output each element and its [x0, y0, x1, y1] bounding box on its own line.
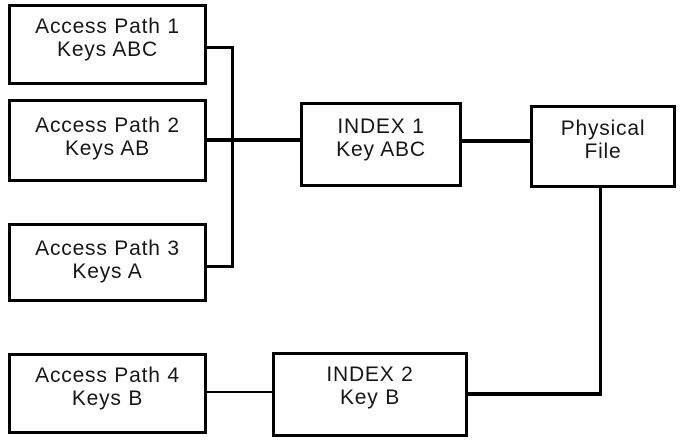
access-path-2-box: Access Path 2 Keys AB: [8, 99, 207, 182]
physical-file-box: Physical File: [530, 105, 676, 188]
connector-index-1-to-physical-file: [462, 139, 530, 143]
connector-access-path-3-to-trunk: [207, 265, 234, 268]
connector-access-path-2-to-index-1: [207, 138, 300, 142]
index-2-title: INDEX 2: [326, 363, 414, 386]
index-1-key: Key ABC: [336, 138, 426, 161]
access-path-4-box: Access Path 4 Keys B: [8, 353, 207, 434]
access-path-4-title: Access Path 4: [35, 364, 180, 387]
index-1-box: INDEX 1 Key ABC: [300, 102, 462, 187]
access-path-3-box: Access Path 3 Keys A: [8, 223, 207, 302]
access-path-2-keys: Keys AB: [65, 137, 150, 160]
access-path-4-keys: Keys B: [71, 387, 144, 410]
connector-access-path-4-to-index-2: [207, 391, 272, 393]
physical-file-title-line1: Physical: [560, 117, 646, 140]
index-1-title: INDEX 1: [337, 115, 425, 138]
access-path-1-title: Access Path 1: [35, 15, 180, 38]
access-path-1-keys: Keys ABC: [57, 38, 158, 61]
index-2-key: Key B: [339, 386, 401, 409]
index-2-box: INDEX 2 Key B: [272, 352, 468, 437]
access-path-1-box: Access Path 1 Keys ABC: [8, 4, 207, 85]
connector-trunk-vertical: [231, 46, 234, 268]
connector-index-2-to-physical-file: [468, 392, 602, 396]
access-path-3-title: Access Path 3: [35, 237, 180, 260]
access-path-3-keys: Keys A: [72, 260, 143, 283]
physical-file-title-line2: File: [584, 140, 622, 163]
connector-access-path-1-to-trunk: [207, 46, 234, 49]
connector-physical-file-vertical: [599, 188, 602, 396]
access-path-2-title: Access Path 2: [35, 114, 180, 137]
